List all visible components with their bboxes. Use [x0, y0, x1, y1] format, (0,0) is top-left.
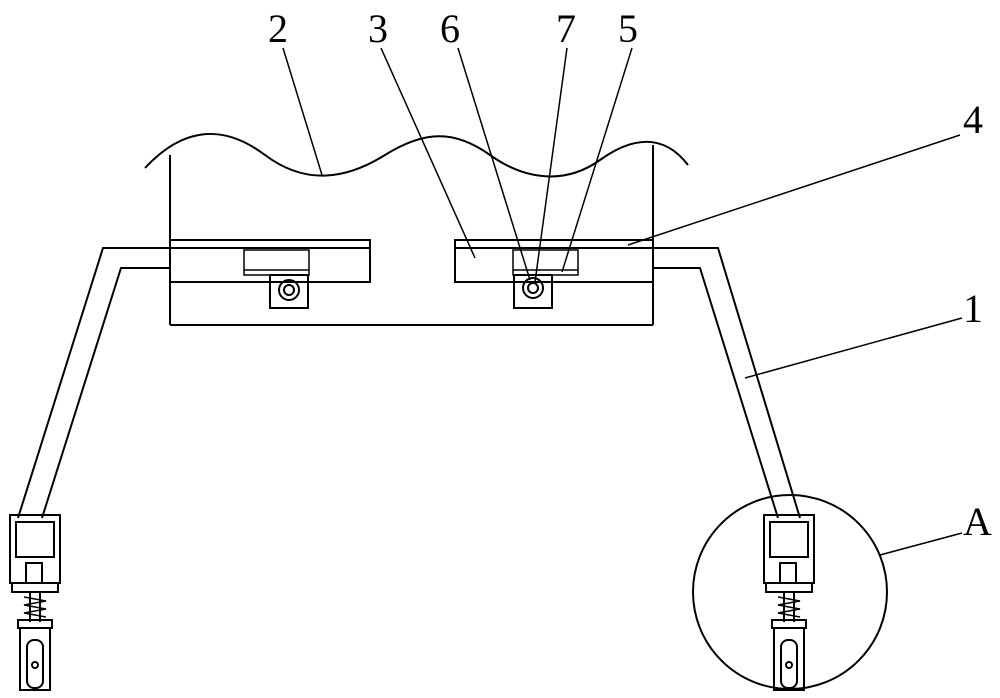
label-6: 6	[440, 6, 460, 51]
label-4: 4	[963, 97, 983, 142]
left-caster-assembly	[9, 514, 61, 691]
label-2: 2	[268, 6, 288, 51]
frame-handle	[17, 247, 801, 519]
label-a: A	[963, 499, 992, 544]
leader-lines	[282, 47, 963, 556]
container-body	[144, 132, 689, 326]
right-rail-block	[454, 239, 654, 309]
detail-circle-a	[692, 494, 888, 690]
right-caster-assembly	[763, 514, 815, 691]
label-3: 3	[368, 6, 388, 51]
label-7: 7	[556, 6, 576, 51]
label-1: 1	[963, 286, 983, 331]
label-5: 5	[618, 6, 638, 51]
left-rail-block	[169, 239, 371, 309]
